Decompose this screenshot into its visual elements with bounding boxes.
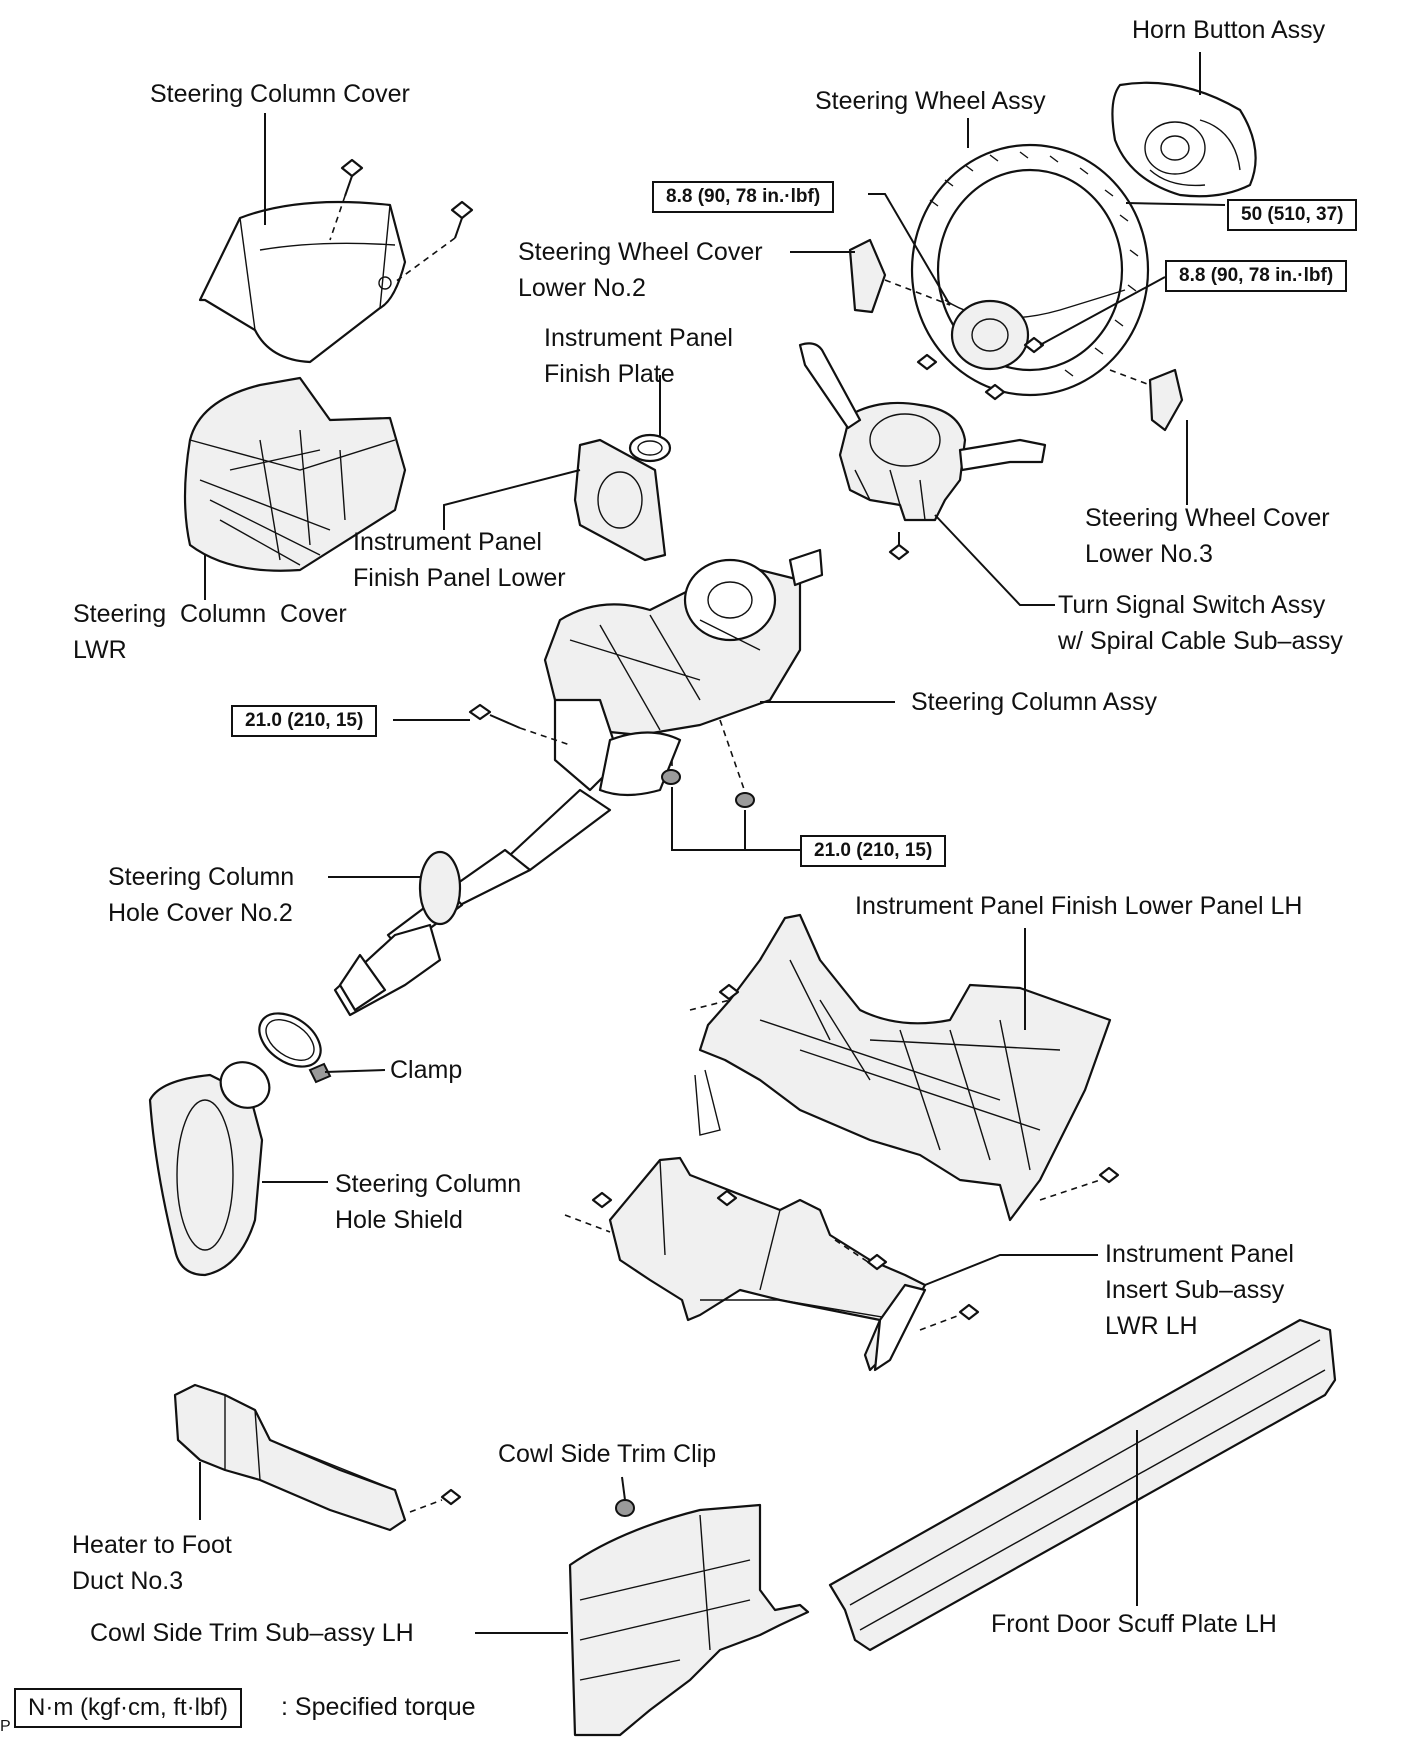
label-wheel-cover-lower-no3-line2: Lower No.3: [1085, 540, 1213, 568]
label-clamp: Clamp: [390, 1056, 463, 1084]
steering-wheel-part: [910, 143, 1150, 397]
label-front-door-scuff-lh: Front Door Scuff Plate LH: [991, 1610, 1277, 1638]
steering-column-hole-shield-part: [148, 1061, 271, 1277]
steering-column-cover-lwr-part: [183, 376, 407, 572]
label-ip-insert-lwr-lh-line2: Insert Sub–assy: [1105, 1276, 1285, 1304]
label-ip-finish-lower-panel-lh: Instrument Panel Finish Lower Panel LH: [855, 892, 1303, 920]
label-column-cover-lwr-line1: Steering Column Cover: [73, 600, 347, 628]
torque-column-nuts: 21.0 (210, 15): [800, 835, 947, 867]
steering-column-assy-part: [386, 548, 824, 952]
label-cowl-side-trim-clip: Cowl Side Trim Clip: [498, 1440, 717, 1468]
column-cover-screws: [329, 158, 474, 283]
horn-button-part: [1111, 81, 1257, 198]
label-wheel-cover-lower-no2: Steering Wheel Cover Lower No.2: [518, 234, 763, 306]
duct-screw: [409, 1488, 462, 1513]
label-ip-finish-plate-line1: Instrument Panel: [544, 324, 733, 352]
label-column-hole-cover-no2: Steering Column Hole Cover No.2: [108, 859, 294, 931]
front-door-scuff-plate-lh-part: [828, 1318, 1337, 1652]
torque-column-bolt: 21.0 (210, 15): [231, 705, 378, 737]
label-steering-column-cover: Steering Column Cover: [150, 80, 410, 108]
label-heater-foot-duct-line1: Heater to Foot: [72, 1531, 232, 1559]
label-ip-finish-plate-line2: Finish Plate: [544, 360, 675, 388]
label-column-cover-lwr-line2: LWR: [73, 636, 127, 664]
label-horn-button: Horn Button Assy: [1132, 16, 1326, 44]
label-column-hole-shield-line1: Steering Column: [335, 1170, 522, 1198]
label-ip-finish-panel-lower-line1: Instrument Panel: [353, 528, 542, 556]
cowl-side-trim-clip-part: [615, 1499, 635, 1517]
label-cowl-side-trim-lh: Cowl Side Trim Sub–assy LH: [90, 1619, 414, 1647]
insert-screws: [564, 1189, 980, 1331]
label-column-hole-shield-line2: Hole Shield: [335, 1206, 463, 1234]
legend-unit-box: N·m (kgf·cm, ft·lbf): [14, 1688, 242, 1728]
cowl-side-trim-lh-part: [568, 1503, 810, 1737]
label-wheel-cover-lower-no3: Steering Wheel Cover Lower No.3: [1085, 500, 1330, 572]
label-wheel-cover-lower-no3-line1: Steering Wheel Cover: [1085, 504, 1330, 532]
heater-foot-duct-part: [173, 1383, 407, 1532]
label-wheel-cover-lower-no2-line2: Lower No.2: [518, 274, 646, 302]
label-steering-wheel: Steering Wheel Assy: [815, 87, 1046, 115]
label-column-hole-cover-no2-line2: Hole Cover No.2: [108, 899, 293, 927]
ip-finish-lower-panel-lh-part: [694, 913, 1112, 1222]
label-heater-foot-duct-line2: Duct No.3: [72, 1567, 184, 1595]
label-ip-finish-plate: Instrument Panel Finish Plate: [544, 320, 733, 392]
turn-signal-switch-part: [798, 342, 1047, 522]
ip-finish-plate-part: [628, 433, 672, 463]
label-turn-signal-switch: Turn Signal Switch Assy w/ Spiral Cable …: [1058, 587, 1343, 659]
label-ip-insert-lwr-lh: Instrument Panel Insert Sub–assy LWR LH: [1105, 1236, 1294, 1344]
torque-wheel-nut: 50 (510, 37): [1227, 199, 1358, 231]
label-ip-insert-lwr-lh-line3: LWR LH: [1105, 1312, 1198, 1340]
label-steering-column-assy: Steering Column Assy: [911, 688, 1157, 716]
label-turn-signal-switch-line1: Turn Signal Switch Assy: [1058, 591, 1326, 619]
switch-screws: [888, 353, 1006, 561]
label-ip-finish-panel-lower: Instrument Panel Finish Panel Lower: [353, 524, 566, 596]
label-heater-foot-duct: Heater to Foot Duct No.3: [72, 1527, 232, 1599]
wheel-screws: [1023, 336, 1045, 354]
label-turn-signal-switch-line2: w/ Spiral Cable Sub–assy: [1058, 627, 1343, 655]
label-ip-finish-panel-lower-line2: Finish Panel Lower: [353, 564, 566, 592]
steering-column-hole-cover-no2-part: [333, 850, 462, 1017]
column-nuts: [661, 719, 755, 808]
clamp-part: [258, 1012, 332, 1084]
label-column-hole-cover-no2-line1: Steering Column: [108, 863, 295, 891]
label-ip-insert-lwr-lh-line1: Instrument Panel: [1105, 1240, 1294, 1268]
steering-column-cover-part: [198, 200, 407, 364]
label-wheel-cover-lower-no2-line1: Steering Wheel Cover: [518, 238, 763, 266]
leader-lines: [199, 52, 1226, 1634]
column-bolt: [468, 703, 571, 746]
steering-wheel-cover-lower-no3-part: [1109, 368, 1184, 432]
lower-panel-screws: [689, 983, 1120, 1201]
torque-wheel-screw-right: 8.8 (90, 78 in.·lbf): [1165, 260, 1348, 292]
label-column-hole-shield: Steering Column Hole Shield: [335, 1166, 521, 1238]
torque-wheel-cover-screw: 8.8 (90, 78 in.·lbf): [652, 181, 835, 213]
steering-wheel-cover-lower-no2-part: [848, 238, 951, 314]
ip-finish-panel-lower-part: [573, 438, 667, 562]
corner-mark: P: [0, 1718, 11, 1735]
legend-meaning: : Specified torque: [281, 1693, 476, 1721]
label-column-cover-lwr: Steering Column Cover LWR: [73, 596, 347, 668]
ip-insert-lwr-lh-part: [608, 1156, 927, 1372]
